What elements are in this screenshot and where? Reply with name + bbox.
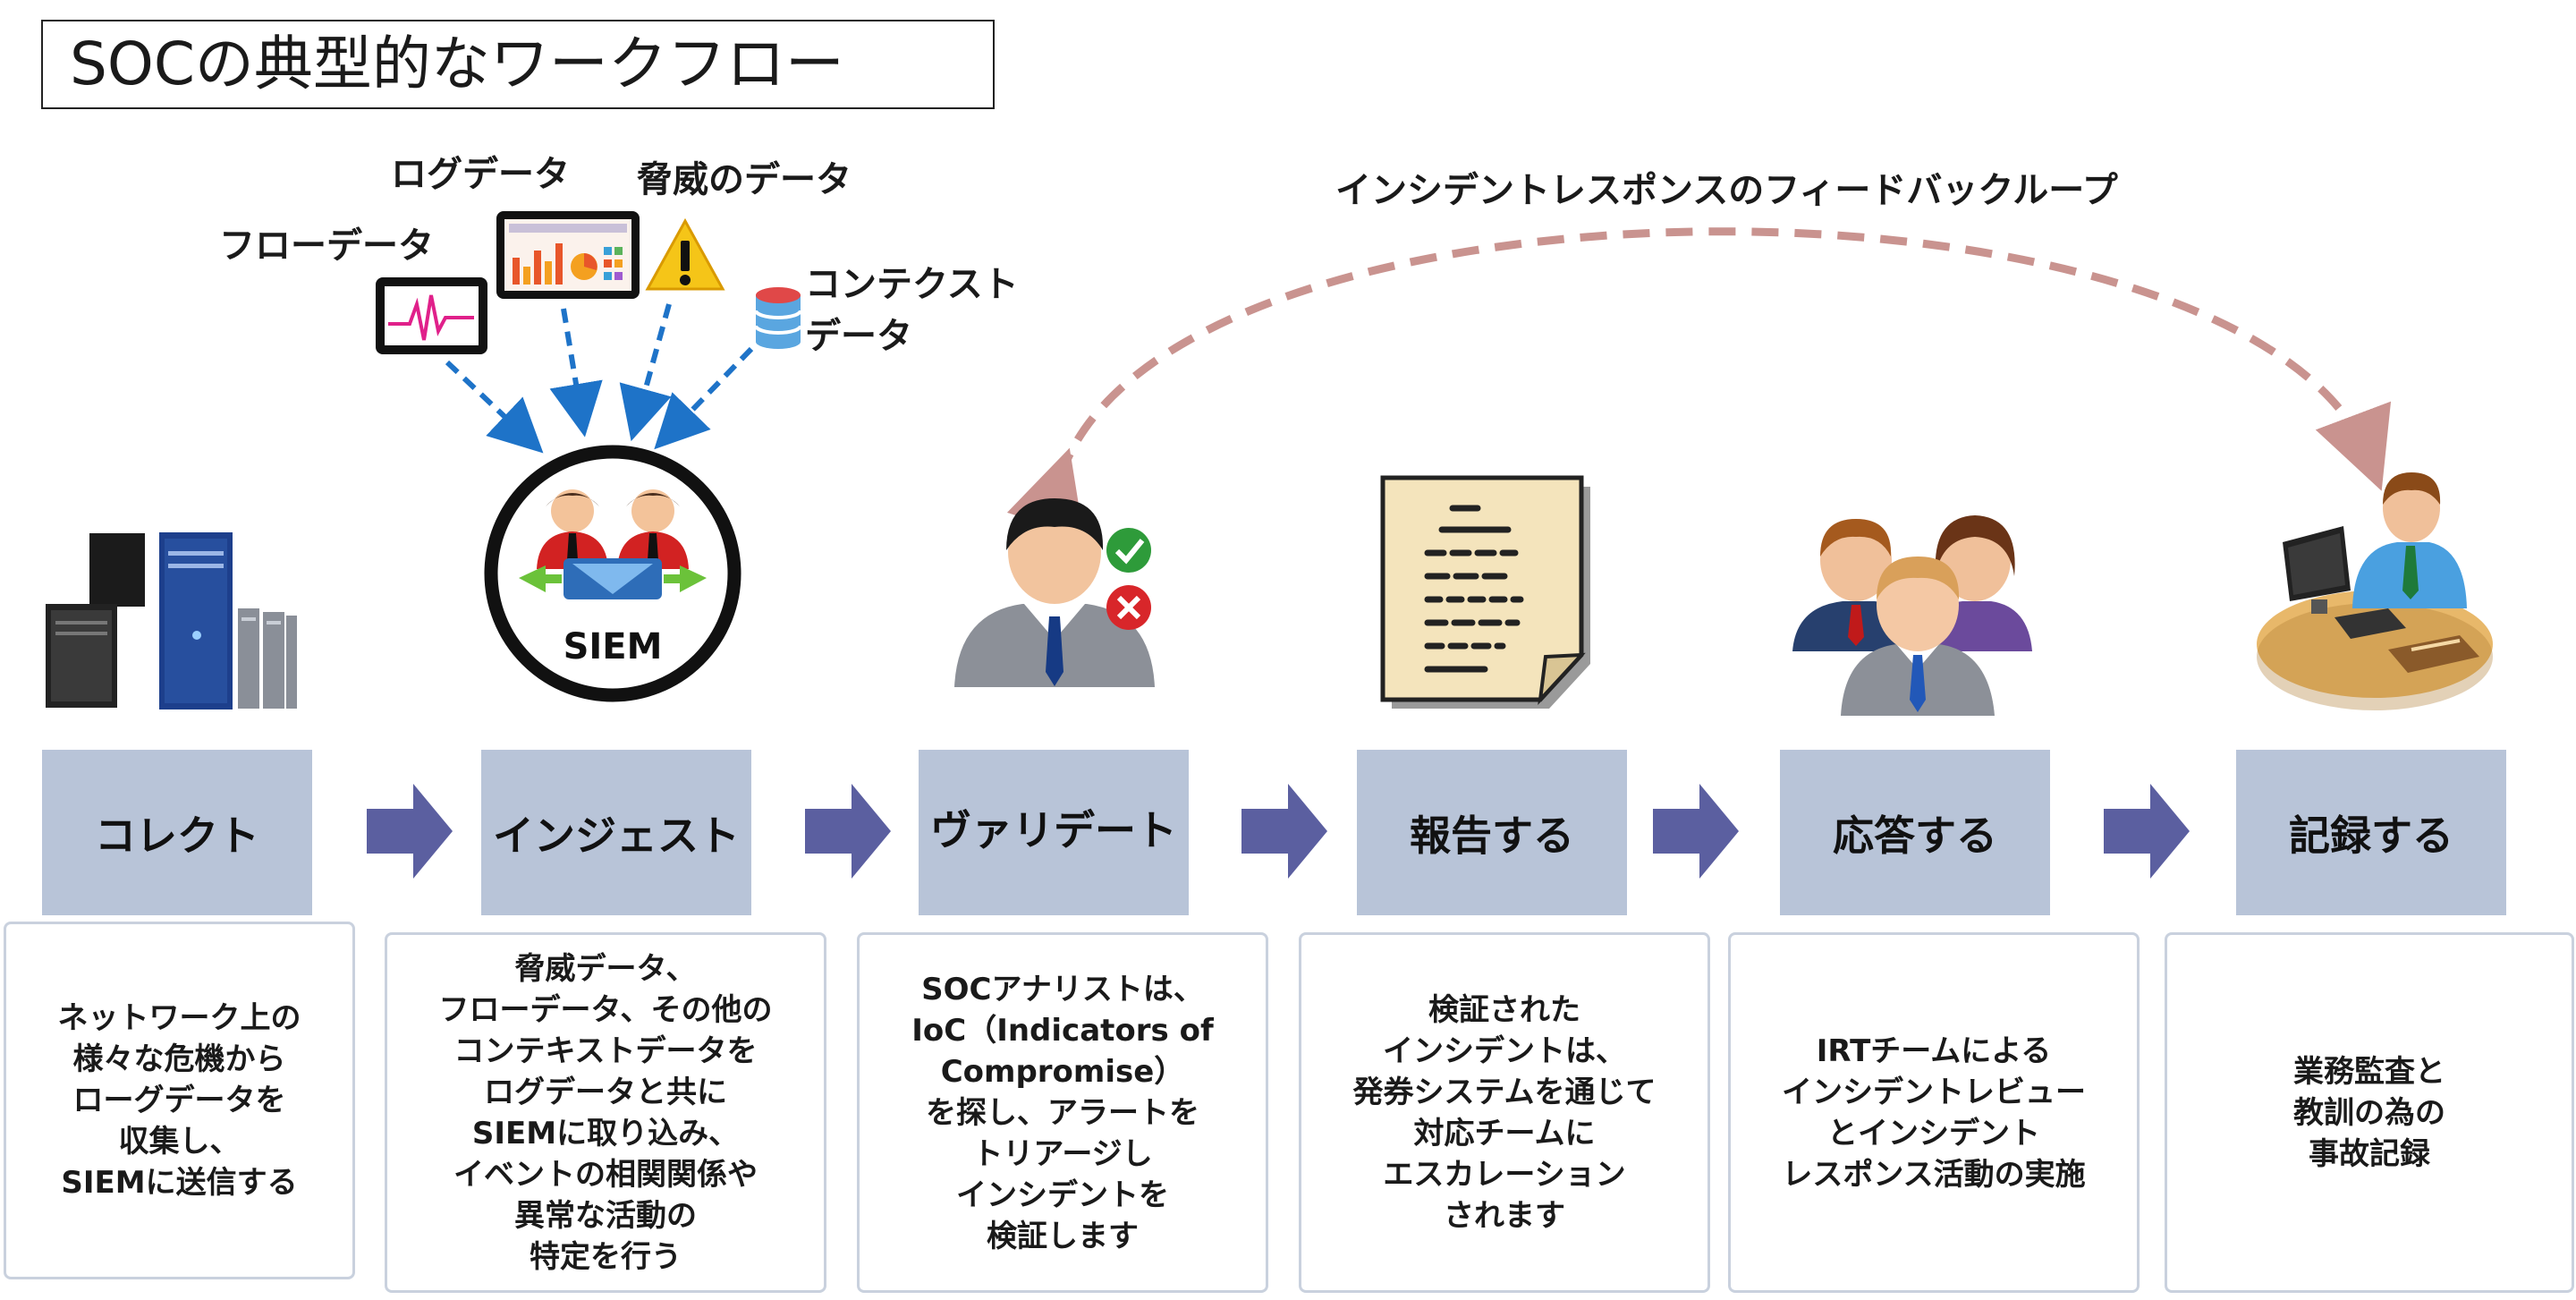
desc-collect-line: ローグデータを [72, 1083, 286, 1118]
desc-record-line: 教訓の為の [2293, 1094, 2445, 1131]
desc-validate: SOCアナリストは、 IoC（Indicators of Compromise）… [857, 932, 1268, 1293]
threat-data-label: 脅威のデータ [637, 159, 852, 200]
desc-report-line: エスカレーション [1383, 1156, 1626, 1193]
log-dashboard-icon [496, 211, 640, 299]
team-icon [1792, 515, 2032, 716]
desc-validate-line: トリアージし [972, 1135, 1153, 1172]
desc-ingest-line: イベントの相関関係や [453, 1156, 758, 1193]
blue-arrow-threat [619, 303, 672, 442]
desc-respond-line: インシデントレビュー [1782, 1074, 2086, 1110]
desc-validate-line: を探し、アラートを [926, 1094, 1199, 1131]
check-icon [1106, 528, 1151, 573]
desc-report-line: 対応チームに [1413, 1115, 1596, 1151]
siem-label: SIEM [564, 626, 663, 667]
desc-report-line: 発券システムを通じて [1352, 1074, 1657, 1110]
step-ingest: インジェスト [481, 750, 751, 915]
desc-record-line: 業務監査と [2293, 1053, 2445, 1090]
step-report: 報告する [1357, 750, 1627, 915]
blue-arrow-log [549, 308, 603, 438]
flow-arrow-5 [2104, 784, 2190, 879]
desc-respond: IRTチームによる インシデントレビュー とインシデント レスポンス活動の実施 [1728, 932, 2140, 1293]
desc-ingest-line: 異常な活動の [514, 1197, 697, 1234]
desc-collect-line: SIEMに送信する [61, 1165, 298, 1201]
desc-validate-line: インシデントを [956, 1177, 1169, 1213]
desc-validate-line: 検証します [987, 1218, 1139, 1254]
flow-monitor-icon [376, 277, 487, 354]
desc-report: 検証された インシデントは、 発券システムを通じて 対応チームに エスカレーショ… [1299, 932, 1710, 1293]
desc-collect-line: ネットワーク上の [57, 1000, 301, 1036]
warning-icon [645, 217, 725, 291]
database-icon [754, 287, 802, 349]
desc-ingest-line: 脅威データ、 [514, 950, 697, 987]
desc-collect: ネットワーク上の 様々な危機から ローグデータを 収集し、 SIEMに送信する [4, 922, 355, 1279]
desc-respond-line: IRTチームによる [1816, 1032, 2052, 1069]
desc-ingest-line: コンテキストデータを [453, 1032, 758, 1069]
title-box: SOCの典型的なワークフロー [41, 20, 995, 109]
blue-arrow-flow [445, 360, 544, 454]
analyst-icon [954, 498, 1155, 687]
flow-data-label: フローデータ [219, 225, 434, 267]
desc-respond-line: レスポンス活動の実施 [1782, 1156, 2086, 1193]
flow-arrow-1 [367, 784, 453, 879]
flow-arrow-2 [805, 784, 891, 879]
desc-ingest-line: 特定を行う [530, 1238, 682, 1275]
desc-respond-line: とインシデント [1827, 1115, 2040, 1151]
desc-validate-line: SOCアナリストは、 [921, 971, 1204, 1007]
desk-worker-icon [2257, 472, 2493, 710]
feedback-loop-arc [1006, 227, 2391, 538]
server-rack-icon [46, 532, 297, 709]
log-data-label: ログデータ [391, 154, 570, 195]
desc-ingest-line: フローデータ、その他の [438, 991, 773, 1028]
context-data-label-1: コンテクスト [805, 264, 1019, 305]
step-respond: 応答する [1780, 750, 2050, 915]
desc-validate-line: Compromise） [940, 1053, 1185, 1090]
feedback-loop-label: インシデントレスポンスのフィードバックループ [1335, 170, 2118, 211]
desc-collect-line: 様々な危機から [72, 1041, 286, 1077]
desc-collect-line: 収集し、 [118, 1124, 241, 1160]
desc-report-line: されます [1444, 1197, 1565, 1234]
desc-validate-line: IoC（Indicators of [911, 1012, 1214, 1049]
step-record: 記録する [2236, 750, 2506, 915]
context-data-label-2: データ [805, 316, 912, 357]
flow-arrow-4 [1653, 784, 1739, 879]
desc-report-line: 検証された [1428, 991, 1580, 1028]
flow-arrow-3 [1241, 784, 1327, 879]
cross-icon [1106, 585, 1151, 630]
desc-record-line: 事故記録 [2309, 1135, 2430, 1172]
desc-ingest-line: ログデータと共に [484, 1074, 727, 1110]
report-document-icon [1380, 475, 1590, 709]
desc-ingest-line: SIEMに取り込み、 [471, 1115, 740, 1151]
desc-ingest: 脅威データ、 フローデータ、その他の コンテキストデータを ログデータと共に S… [385, 932, 826, 1293]
diagram-title: SOCの典型的なワークフロー [70, 30, 844, 98]
desc-record: 業務監査と 教訓の為の 事故記録 [2165, 932, 2574, 1293]
blue-arrow-context [654, 346, 754, 450]
step-validate: ヴァリデート [919, 750, 1189, 915]
step-collect: コレクト [42, 750, 312, 915]
siem-icon: SIEM [484, 445, 741, 702]
desc-report-line: インシデントは、 [1383, 1032, 1626, 1069]
